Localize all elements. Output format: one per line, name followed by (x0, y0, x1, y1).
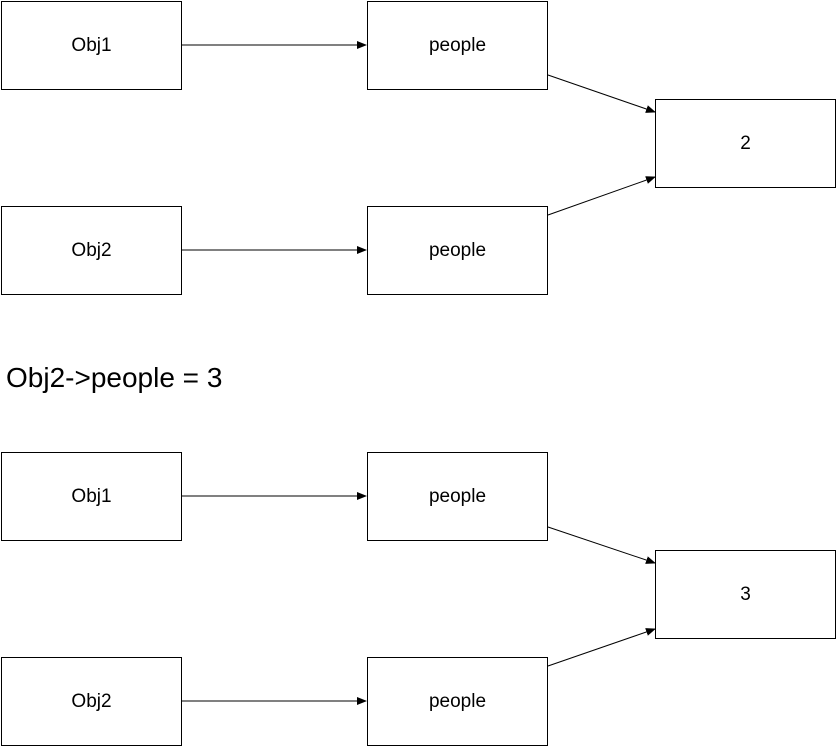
bottom-obj2-label: Obj2 (71, 690, 112, 712)
arrow-bottom-people1-to-value (547, 526, 656, 564)
top-value-box: 2 (655, 99, 836, 188)
assignment-caption: Obj2->people = 3 (6, 362, 223, 393)
arrow-bottom-people2-to-value (547, 628, 656, 667)
top-obj1-label: Obj1 (71, 34, 112, 56)
bottom-obj2-people-label: people (428, 690, 487, 712)
bottom-obj1-people-label: people (428, 485, 487, 507)
arrow-top-people2-to-value (547, 176, 656, 216)
bottom-obj1-label: Obj1 (71, 485, 112, 507)
top-obj1-box: Obj1 (1, 1, 182, 90)
top-obj2-label: Obj2 (71, 239, 112, 261)
bottom-obj2-people-box: people (367, 657, 548, 746)
bottom-obj2-box: Obj2 (1, 657, 182, 746)
arrow-top-people1-to-value (547, 74, 656, 113)
bottom-obj1-box: Obj1 (1, 452, 182, 541)
top-obj2-box: Obj2 (1, 206, 182, 295)
top-obj1-people-label: people (428, 34, 487, 56)
top-obj1-people-box: people (367, 1, 548, 90)
bottom-obj1-people-box: people (367, 452, 548, 541)
top-obj2-people-box: people (367, 206, 548, 295)
bottom-value-label: 3 (740, 583, 751, 605)
bottom-value-box: 3 (655, 550, 836, 639)
top-value-label: 2 (740, 132, 751, 154)
top-obj2-people-label: people (428, 239, 487, 261)
